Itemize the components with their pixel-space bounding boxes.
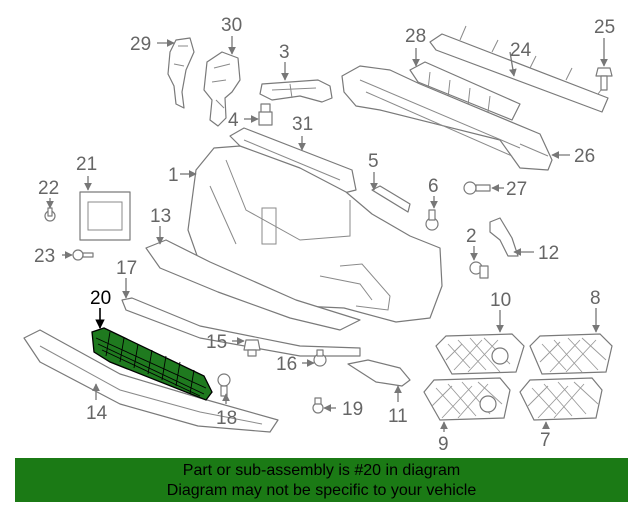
leader-lines (46, 36, 608, 432)
part-3-bracket (259, 79, 333, 103)
callout-2: 2 (466, 226, 477, 247)
part-5-trim (371, 185, 411, 213)
part-21-plate-base (79, 191, 131, 241)
callout-29: 29 (130, 34, 151, 55)
callout-1: 1 (168, 165, 179, 186)
callout-9: 9 (438, 434, 449, 455)
part-2-bolt (469, 261, 489, 279)
part-15-clip (243, 339, 261, 357)
part-28-absorber (409, 61, 521, 121)
callout-8: 8 (590, 288, 601, 309)
part-1-bumper-face (187, 145, 443, 323)
part-8-fog-grille (529, 333, 613, 375)
part-9-fog-grille (423, 377, 511, 421)
callout-16: 16 (276, 354, 297, 375)
callout-27: 27 (506, 179, 527, 200)
callout-6: 6 (428, 176, 439, 197)
callout-11: 11 (388, 406, 408, 427)
callout-5: 5 (368, 151, 379, 172)
callout-18: 18 (216, 408, 237, 429)
parts-diagram: 29 30 3 4 28 24 25 26 31 1 5 6 27 21 22 … (23, 15, 615, 455)
callout-14: 14 (86, 403, 108, 424)
callout-17: 17 (116, 258, 137, 279)
banner-line-2: Diagram may not be specific to your vehi… (166, 482, 477, 499)
callout-12: 12 (538, 243, 559, 264)
callout-labels: 29 30 3 4 28 24 25 26 31 1 5 6 27 21 22 … (34, 15, 615, 455)
callout-22: 22 (38, 178, 59, 199)
part-25-bolt (595, 67, 613, 91)
part-18-clip (217, 373, 231, 397)
callout-15: 15 (206, 332, 227, 353)
part-23-screw (72, 249, 94, 261)
part-20-lower-grille (91, 327, 213, 401)
part-30-bracket (203, 51, 241, 127)
part-29-bracket (167, 37, 195, 109)
part-22-screw (44, 207, 56, 222)
part-6-clip (425, 209, 439, 231)
part-12-bracket (489, 217, 519, 257)
callout-30: 30 (221, 15, 242, 36)
callout-24: 24 (510, 40, 532, 61)
callout-13: 13 (150, 206, 171, 227)
part-10-fog-grille (435, 333, 525, 375)
callout-31: 31 (292, 114, 313, 135)
callout-20: 20 (90, 288, 111, 309)
part-14-lip-spoiler (23, 329, 279, 433)
part-24-reinforcement (429, 25, 609, 113)
part-11-trim (347, 359, 411, 387)
part-4-clip (258, 103, 273, 126)
part-19-clip (312, 397, 324, 414)
info-banner: Part or sub-assembly is #20 in diagram D… (15, 458, 628, 502)
part-26-beam (341, 65, 553, 171)
callout-7: 7 (540, 430, 551, 451)
part-27-bolt (463, 181, 491, 195)
part-13-lower-cover (145, 239, 361, 331)
callout-23: 23 (34, 246, 55, 267)
banner-line-1: Part or sub-assembly is #20 in diagram (182, 462, 461, 479)
callout-19: 19 (342, 399, 363, 420)
callout-21: 21 (76, 154, 97, 175)
callout-10: 10 (490, 290, 511, 311)
callout-28: 28 (405, 26, 426, 47)
callout-3: 3 (279, 42, 290, 63)
callout-25: 25 (594, 17, 615, 38)
part-7-fog-grille (519, 377, 603, 421)
callout-4: 4 (228, 110, 239, 131)
callout-26: 26 (574, 146, 595, 167)
